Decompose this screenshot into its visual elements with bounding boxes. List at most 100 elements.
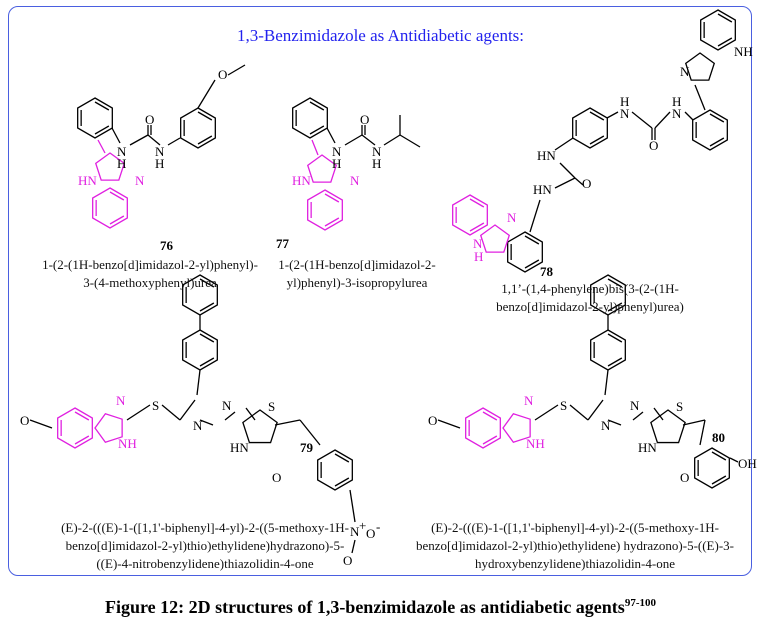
name-line: benzo[d]imidazol-2-yl)thio)ethylidene) h… xyxy=(415,538,734,553)
name-line: 3-(4-methoxyphenyl)urea xyxy=(83,275,217,290)
bonds xyxy=(29,9,739,554)
benzene-ring xyxy=(180,107,216,149)
atom-n: N xyxy=(222,398,232,413)
figure-frame xyxy=(8,6,752,576)
compound-number: 78 xyxy=(540,264,554,279)
double-bond xyxy=(711,451,727,461)
atom-hn: HN xyxy=(292,173,311,188)
benzene-ring xyxy=(307,189,343,231)
bond xyxy=(274,419,301,426)
bond xyxy=(227,64,246,76)
bond xyxy=(587,399,604,421)
benzene-ring xyxy=(182,274,218,316)
double-bond xyxy=(199,357,215,367)
atom-nh: N xyxy=(620,106,630,121)
bond xyxy=(29,419,53,429)
double-bond xyxy=(109,215,125,225)
benzene-ring xyxy=(572,107,608,149)
atom-nh: N xyxy=(672,106,682,121)
five-membered-ring xyxy=(94,152,126,181)
atom-h: H xyxy=(672,94,681,109)
double-bond xyxy=(717,37,733,47)
atom-s: S xyxy=(676,399,683,414)
atom-nh: N xyxy=(117,144,127,159)
atom-s: S xyxy=(560,398,567,413)
double-bond xyxy=(607,357,623,367)
five-membered-ring xyxy=(684,52,716,81)
compound-79-name: (E)-2-(((E)-1-([1,1'-biphenyl]-4-yl)-2-(… xyxy=(15,519,395,573)
atom-h: H xyxy=(155,156,164,171)
double-bond xyxy=(199,302,215,312)
bond xyxy=(349,489,356,523)
caption-refs: 97-100 xyxy=(624,597,656,609)
benzene-ring xyxy=(507,231,543,273)
atom-n: N xyxy=(473,236,483,251)
bond xyxy=(167,137,181,146)
benzene-ring xyxy=(465,407,501,449)
compound-number: 79 xyxy=(300,440,314,455)
bond xyxy=(654,111,671,129)
bond xyxy=(383,134,401,146)
benzene-ring xyxy=(57,407,93,449)
double-bond xyxy=(607,333,623,343)
atom-s: S xyxy=(268,399,275,414)
compound-number: 80 xyxy=(712,430,725,445)
atom-n: N xyxy=(350,524,360,539)
double-bond xyxy=(589,135,605,145)
double-bond xyxy=(589,111,605,121)
bond xyxy=(129,134,149,146)
bond xyxy=(147,134,161,146)
bond xyxy=(351,539,356,554)
double-bond xyxy=(197,111,213,121)
atom-o: O xyxy=(428,413,437,428)
figure-caption: Figure 12: 2D structures of 1,3-benzimid… xyxy=(0,597,761,618)
double-bond xyxy=(482,435,498,445)
five-membered-ring xyxy=(94,412,123,444)
name-line: benzo[d]imidazol-2-yl)phenyl)urea) xyxy=(496,299,684,314)
name-line: benzo[d]imidazol-2-yl)thio)ethylidene)hy… xyxy=(65,538,345,553)
double-bond xyxy=(711,475,727,485)
double-bond xyxy=(109,191,125,201)
name-line: ((E)-4-nitrobenzylidene)thiazolidin-4-on… xyxy=(96,556,314,571)
bond xyxy=(199,419,214,426)
atom-o: O xyxy=(366,526,375,541)
atom-n: N xyxy=(630,398,640,413)
double-bond xyxy=(197,135,213,145)
atom-o: O xyxy=(218,67,227,82)
atom-o: O xyxy=(360,112,369,127)
compound-number: 76 xyxy=(160,238,174,253)
name-line: 1-(2-(1H-benzo[d]imidazol-2-yl)phenyl)- xyxy=(42,257,258,272)
bond xyxy=(632,411,644,421)
double-bond xyxy=(309,101,325,111)
compound-number: 77 xyxy=(276,236,290,251)
atom-nh: N xyxy=(332,144,342,159)
double-bond xyxy=(94,101,110,111)
atom-s: S xyxy=(152,398,159,413)
five-membered-ring xyxy=(502,412,531,444)
atom-nh: N xyxy=(372,144,382,159)
bond xyxy=(574,177,584,186)
atom-h: H xyxy=(372,156,381,171)
atom-n: N xyxy=(350,173,360,188)
bond xyxy=(682,419,706,426)
double-bond xyxy=(324,217,340,227)
bond xyxy=(179,399,196,421)
bond xyxy=(344,134,363,146)
double-bond xyxy=(74,411,90,421)
name-line: hydroxybenzylidene)thiazolidin-4-one xyxy=(475,556,675,571)
benzene-ring xyxy=(292,97,328,139)
bond xyxy=(197,79,216,109)
atom-o: O xyxy=(20,413,29,428)
double-bond xyxy=(709,137,725,147)
bond xyxy=(554,137,574,151)
name-line: (E)-2-(((E)-1-([1,1'-biphenyl]-4-yl)-2-(… xyxy=(431,520,719,535)
bond xyxy=(559,162,576,179)
bond xyxy=(326,127,336,144)
double-bond xyxy=(309,125,325,135)
bond xyxy=(529,199,541,233)
double-bond xyxy=(469,222,485,232)
atom-nh: NH xyxy=(526,436,545,451)
double-bond xyxy=(334,477,350,487)
atom-o: O xyxy=(145,112,154,127)
double-bond xyxy=(94,125,110,135)
